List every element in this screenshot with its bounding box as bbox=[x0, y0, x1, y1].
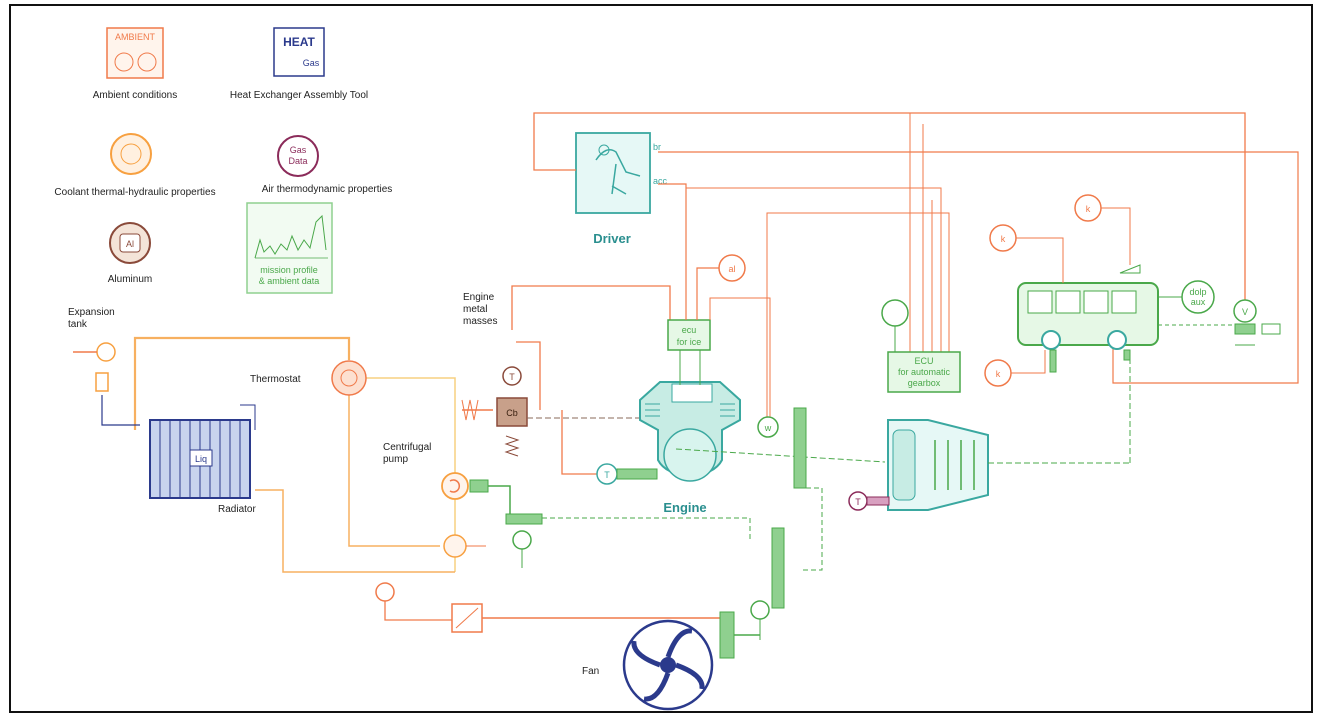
svg-text:k: k bbox=[1086, 204, 1091, 214]
svg-text:ECU: ECU bbox=[914, 356, 933, 366]
svg-text:Al: Al bbox=[126, 239, 134, 249]
gearbox[interactable] bbox=[888, 420, 988, 510]
svg-text:gearbox: gearbox bbox=[908, 378, 941, 388]
engine-metal-label-3: masses bbox=[463, 316, 497, 327]
svg-text:mission profile: mission profile bbox=[260, 265, 318, 275]
engine-metal-label-1: Engine bbox=[463, 292, 495, 303]
svg-text:k: k bbox=[1001, 234, 1006, 244]
svg-text:Gas: Gas bbox=[290, 145, 307, 155]
coolant-properties-block[interactable] bbox=[111, 134, 151, 174]
svg-text:T: T bbox=[855, 497, 861, 507]
svg-text:w: w bbox=[764, 423, 772, 433]
vehicle-speed-sensor[interactable]: V bbox=[1234, 300, 1280, 345]
svg-text:ecu: ecu bbox=[682, 325, 697, 335]
thermostat[interactable] bbox=[332, 361, 366, 395]
aluminum-label: Aluminum bbox=[108, 274, 152, 285]
engine-temp-sensor[interactable]: T bbox=[597, 464, 657, 484]
k-constant-3[interactable]: k bbox=[985, 360, 1011, 386]
svg-text:br: br bbox=[653, 142, 661, 152]
air-properties-block[interactable]: Gas Data bbox=[278, 136, 318, 176]
engine-block[interactable] bbox=[640, 382, 740, 481]
centrifugal-pump-label-1: Centrifugal bbox=[383, 442, 431, 453]
heat-exchanger-tool-label: Heat Exchanger Assembly Tool bbox=[230, 90, 368, 101]
engine-speed-sensor[interactable]: w bbox=[758, 408, 806, 488]
cooler-sensor[interactable] bbox=[444, 535, 486, 557]
k-constant-1[interactable]: k bbox=[990, 225, 1016, 251]
svg-text:aux: aux bbox=[1191, 297, 1206, 307]
svg-text:Cb: Cb bbox=[506, 408, 518, 418]
ecu-automatic-gearbox[interactable]: ECU for automatic gearbox bbox=[888, 352, 960, 392]
svg-text:dolp: dolp bbox=[1189, 287, 1206, 297]
air-properties-label: Air thermodynamic properties bbox=[262, 184, 393, 195]
svg-text:T: T bbox=[604, 470, 610, 480]
svg-text:al: al bbox=[728, 264, 735, 274]
pump-shaft[interactable] bbox=[506, 514, 542, 568]
driver-label: Driver bbox=[593, 231, 631, 246]
temperature-sensor-bottom[interactable] bbox=[376, 583, 452, 620]
aluminum-block[interactable]: Al bbox=[110, 223, 150, 263]
engine-metal-mass[interactable]: Cb T bbox=[497, 367, 527, 456]
gearbox-temp-sensor[interactable]: T bbox=[849, 492, 889, 510]
thermostat-label: Thermostat bbox=[250, 374, 301, 385]
expansion-tank-label-2: tank bbox=[68, 319, 88, 330]
ecu-for-ice[interactable]: ecu for ice bbox=[668, 320, 710, 350]
svg-text:for automatic: for automatic bbox=[898, 367, 951, 377]
engine-metal-label-2: metal bbox=[463, 304, 487, 315]
svg-text:HEAT: HEAT bbox=[283, 35, 315, 49]
auxiliary-load[interactable]: dolp aux bbox=[1182, 281, 1214, 313]
ambient-conditions-label: Ambient conditions bbox=[93, 90, 178, 101]
ambient-conditions-block[interactable]: AMBIENT bbox=[107, 28, 163, 78]
svg-text:Data: Data bbox=[288, 156, 307, 166]
svg-text:T: T bbox=[509, 372, 515, 382]
svg-text:AMBIENT: AMBIENT bbox=[115, 32, 156, 42]
centrifugal-pump-label-2: pump bbox=[383, 454, 408, 465]
svg-text:& ambient data: & ambient data bbox=[259, 276, 320, 286]
fan-clutch[interactable] bbox=[751, 528, 784, 640]
svg-text:V: V bbox=[1242, 307, 1248, 317]
svg-text:for ice: for ice bbox=[677, 337, 702, 347]
coolant-properties-label: Coolant thermal-hydraulic properties bbox=[54, 187, 215, 198]
svg-text:Gas: Gas bbox=[303, 58, 320, 68]
fan-label: Fan bbox=[582, 666, 599, 677]
mission-profile-block[interactable]: mission profile & ambient data bbox=[247, 203, 332, 293]
centrifugal-pump[interactable] bbox=[442, 473, 488, 499]
expansion-tank[interactable] bbox=[73, 343, 115, 391]
k-constant-2[interactable]: k bbox=[1075, 195, 1101, 221]
vehicle-bus[interactable] bbox=[1018, 283, 1158, 372]
road-slope[interactable] bbox=[1120, 265, 1140, 273]
driver-block[interactable]: br acc bbox=[576, 133, 668, 213]
alpha-input[interactable]: al bbox=[719, 255, 745, 281]
fan-controller[interactable] bbox=[452, 604, 482, 632]
engine-label: Engine bbox=[663, 500, 706, 515]
radiator-label: Radiator bbox=[218, 504, 256, 515]
svg-text:k: k bbox=[996, 369, 1001, 379]
gear-selector[interactable] bbox=[882, 300, 908, 352]
heat-exchanger-tool-block[interactable]: HEAT Gas bbox=[274, 28, 324, 76]
svg-text:Liq: Liq bbox=[195, 454, 207, 464]
fan[interactable] bbox=[624, 612, 734, 709]
expansion-tank-label-1: Expansion bbox=[68, 307, 115, 318]
radiator[interactable]: Liq bbox=[150, 420, 250, 498]
